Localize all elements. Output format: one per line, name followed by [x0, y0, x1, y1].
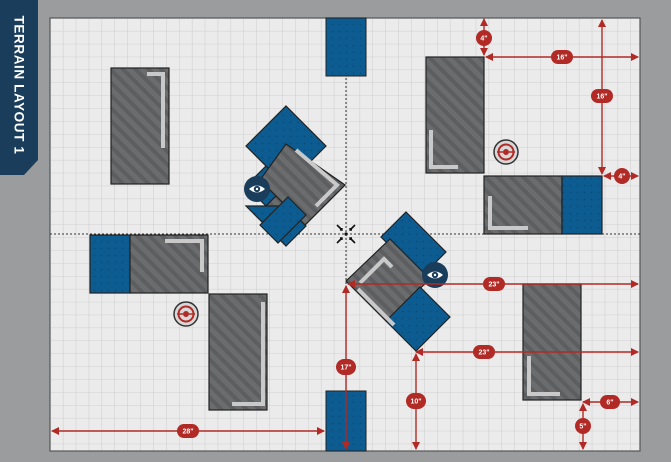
center-crosshair-icon: [336, 224, 356, 244]
ruin-top-left: [110, 67, 170, 185]
measure-text: 4": [618, 174, 625, 181]
title-tab-container: TERRAIN LAYOUT 1: [0, 0, 38, 175]
ruin-bottom-left: [208, 293, 268, 411]
measure-label-28in: 28": [177, 424, 199, 438]
eye-icon: [244, 176, 270, 202]
blue-zone-top: [325, 17, 367, 77]
objective-marker-icon: [493, 139, 519, 165]
title-tab: [0, 0, 38, 175]
measure-label-4in-top: 4": [476, 30, 492, 46]
measure-label-16in-horizontal: 16": [551, 50, 573, 64]
measure-label-23in-lower: 23": [473, 345, 495, 359]
measure-text: 4": [480, 36, 487, 43]
measure-text: 23": [488, 282, 499, 289]
ruin-left-blue: [89, 234, 209, 294]
measure-text: 6": [606, 400, 613, 407]
ruin-right-blue: [483, 175, 603, 235]
measure-label-6in: 6": [600, 395, 620, 409]
measure-label-4in-right: 4": [614, 168, 630, 184]
measure-label-23in-upper: 23": [483, 277, 505, 291]
measure-text: 28": [182, 429, 193, 436]
measure-text: 10": [410, 399, 421, 406]
measure-label-5in: 5": [575, 418, 591, 434]
measure-text: 16": [556, 55, 567, 62]
objective-marker-icon: [173, 301, 199, 327]
ruin-bottom-right: [522, 283, 582, 401]
measure-text: 23": [478, 350, 489, 357]
measure-text: 5": [579, 424, 586, 431]
ruin-top-right: [425, 56, 485, 174]
measure-label-16in-vertical: 16": [591, 89, 613, 103]
page-title: TERRAIN LAYOUT 1: [11, 15, 27, 155]
measure-text: 16": [596, 94, 607, 101]
measure-text: 17": [340, 365, 351, 372]
measure-label-10in: 10": [406, 393, 426, 409]
measure-label-17in: 17": [336, 359, 356, 375]
